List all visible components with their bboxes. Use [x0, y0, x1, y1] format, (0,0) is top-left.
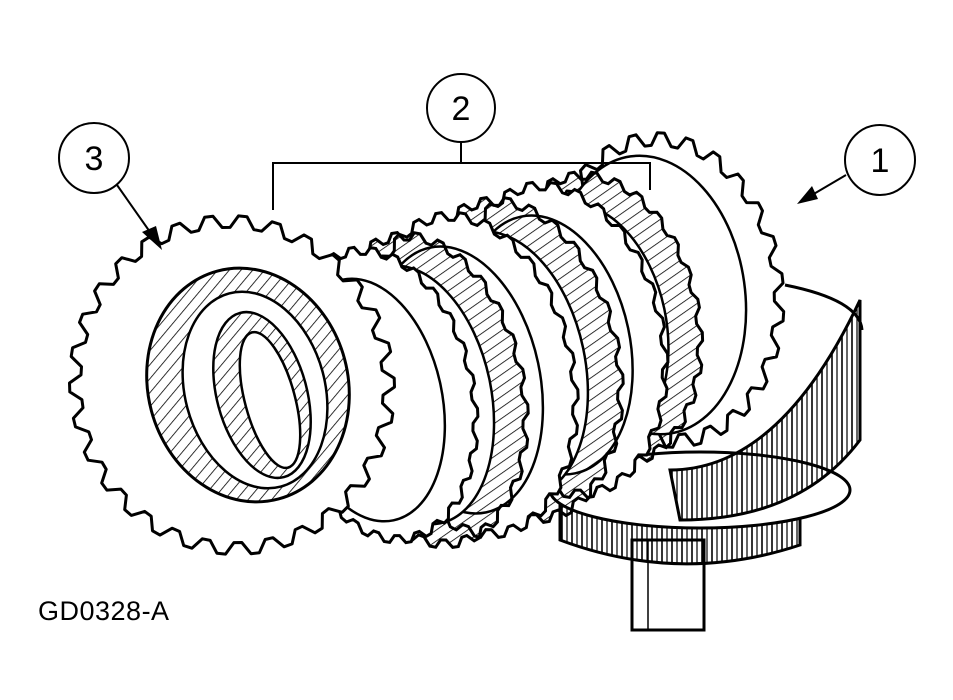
callout-bracket	[272, 140, 651, 210]
callout-1-label: 1	[871, 142, 890, 180]
figure-code: GD0328-A	[38, 596, 170, 626]
callout-3: 3	[58, 122, 162, 250]
callout-1: 1	[797, 124, 916, 204]
arrowhead-icon	[142, 226, 162, 250]
arrowhead-icon	[797, 186, 818, 204]
callout-2: 2	[426, 73, 496, 143]
steel-plate-front	[68, 214, 396, 556]
callout-3-label: 3	[85, 140, 104, 178]
callout-2-label: 2	[452, 90, 471, 128]
